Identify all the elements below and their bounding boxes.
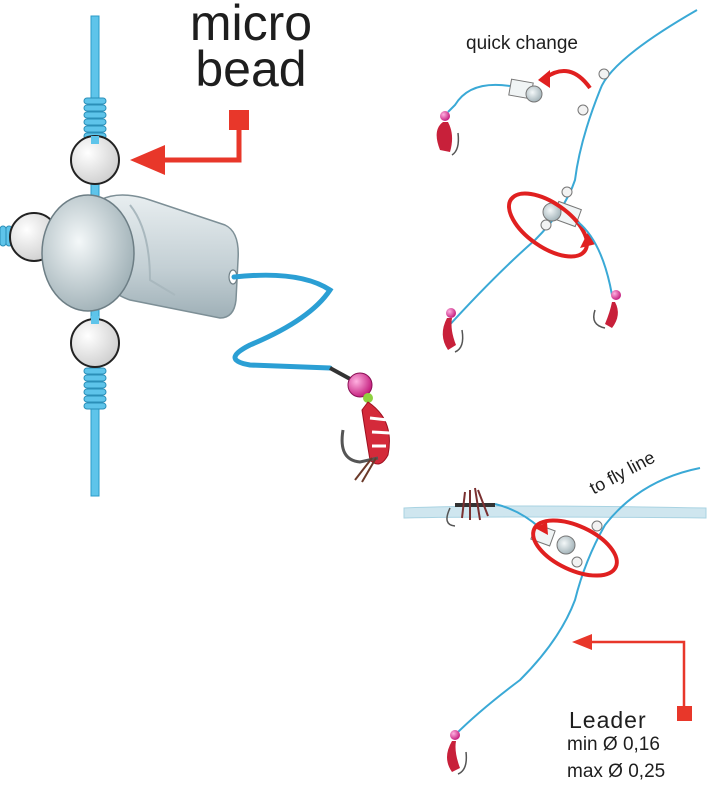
dry-dropper-illustration	[403, 467, 707, 775]
coil-bottom	[83, 367, 107, 410]
tippet-line	[231, 272, 334, 371]
main-connector-illustration	[0, 15, 239, 497]
main-leader-line	[444, 9, 698, 331]
leader-title: Leader	[569, 707, 647, 733]
leader-max-diameter: max Ø 0,25	[567, 761, 666, 782]
nymph-fly-icon	[593, 290, 621, 329]
micro-bead-bottom	[70, 318, 120, 368]
quick-change-illustration	[436, 9, 698, 353]
quick-change-label: quick change	[466, 33, 578, 54]
nymph-fly-main-icon	[329, 366, 391, 483]
coil-top	[83, 97, 107, 140]
dry-fly-icon	[446, 487, 495, 527]
leader-min-diameter: min Ø 0,16	[567, 734, 660, 755]
nymph-fly-icon	[442, 308, 464, 353]
connector-dome	[41, 194, 135, 312]
micro-bead-label: micro bead	[176, 0, 326, 97]
micro-bead-label-line1: micro	[189, 0, 313, 51]
nymph-fly-icon	[447, 730, 468, 775]
nymph-fly-icon	[436, 111, 460, 156]
micro-bead-label-line2: bead	[195, 41, 307, 97]
leader-arrow	[572, 634, 692, 721]
micro-bead-arrow	[130, 110, 249, 175]
